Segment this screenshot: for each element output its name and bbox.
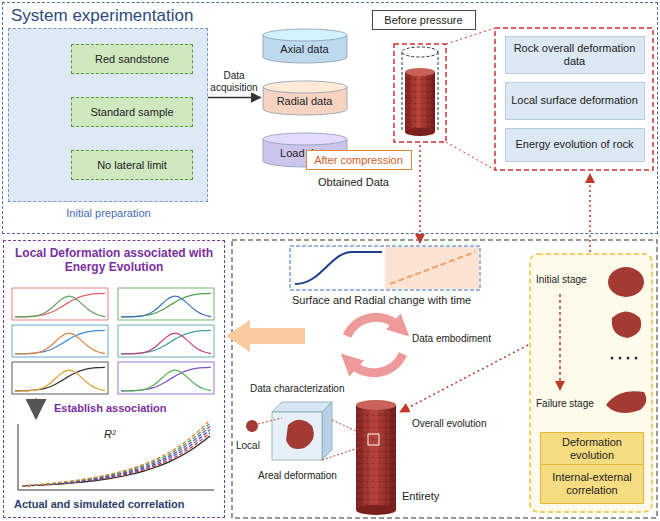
node-text: Standard sample <box>90 106 173 119</box>
annotation: Surface and Radial change with time <box>292 294 471 307</box>
node-text: Axial data <box>280 43 328 56</box>
flow-arrow <box>589 174 591 252</box>
annotation: Entirety <box>402 490 439 503</box>
rock-entirety <box>356 400 396 515</box>
node-text: Local Deformation associated with Energy… <box>10 247 218 275</box>
cycle-arrows <box>347 317 403 372</box>
mini-charts <box>12 288 214 490</box>
annotation: Establish association <box>54 402 166 415</box>
region-frame <box>232 240 657 518</box>
data-cylinder: Radial data <box>262 80 348 116</box>
annotation: Failure stage <box>536 398 594 410</box>
condition-box: No lateral limit <box>71 150 193 180</box>
connector-label: Data acquisition <box>209 70 260 94</box>
node-text: Initial preparation <box>9 207 209 220</box>
time-plot <box>290 246 480 290</box>
annotation: Overall evolution <box>412 418 486 430</box>
node-text: No lateral limit <box>97 159 167 172</box>
node-text: After compression <box>314 154 403 167</box>
flow-arrow <box>226 320 305 352</box>
node-text: System experimentation <box>11 6 193 26</box>
flow-arrow <box>419 145 421 243</box>
section-panel: System experimentationInitial preparatio… <box>2 2 658 234</box>
node-text: Energy evolution of rock <box>515 138 633 151</box>
node-text: Rock overall deformation data <box>510 42 640 67</box>
flow-arrow <box>35 398 38 418</box>
state-box: After compression <box>306 150 412 171</box>
annotation: Obtained Data <box>318 176 389 189</box>
annotation: R² <box>104 428 116 441</box>
data-cylinder: Axial data <box>262 28 348 64</box>
association-panel: Local Deformation associated with Energy… <box>3 240 225 518</box>
data-box: Local surface deformation <box>505 82 645 120</box>
node-text: Deformation evolution <box>545 436 639 461</box>
annotation: Initial stage <box>536 274 587 286</box>
annotation: Actual and simulated correlation <box>14 498 185 511</box>
areal-cube <box>246 402 367 460</box>
connector <box>208 97 261 99</box>
annotation: Data characterization <box>250 383 345 395</box>
condition-box: Standard sample <box>71 97 193 127</box>
result-box: Internal-external correlation <box>540 464 644 504</box>
stage-evolution <box>530 254 652 512</box>
node-text: Red sandstone <box>95 53 169 66</box>
result-box: Deformation evolution <box>540 432 644 465</box>
annotation: Data embodiment <box>412 333 491 345</box>
state-box: Before pressure <box>372 10 476 31</box>
node-text: Radial data <box>277 95 333 108</box>
sample-before-pressure <box>394 28 653 170</box>
node-text: Before pressure <box>384 14 462 27</box>
condition-box: Red sandstone <box>71 44 193 74</box>
data-box: Energy evolution of rock <box>505 128 645 162</box>
data-box: Rock overall deformation data <box>505 36 645 74</box>
annotation: Areal deformation <box>258 470 337 482</box>
flow-arrow <box>400 345 528 412</box>
preparation-box: Initial preparationRed sandstoneStandard… <box>8 28 208 202</box>
node-text: Local surface deformation <box>511 94 638 107</box>
node-text: Internal-external correlation <box>545 471 639 496</box>
annotation: Local <box>236 440 260 452</box>
